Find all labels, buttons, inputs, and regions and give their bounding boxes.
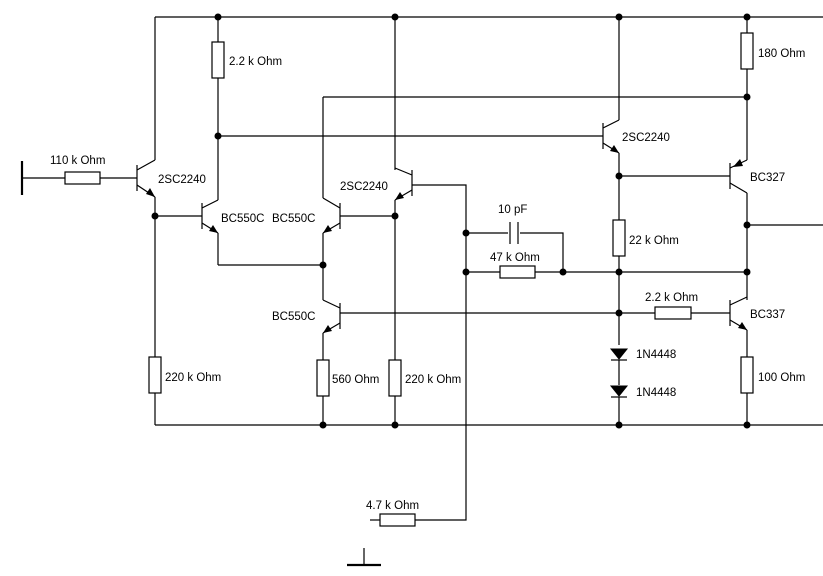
- junction-node: [615, 309, 623, 317]
- label-q8: BC550C: [272, 311, 315, 323]
- resistor-100: [740, 356, 754, 394]
- junction-node: [615, 172, 623, 180]
- input-stage: 110 k Ohm: [20, 155, 137, 195]
- q1-emitter-arrow: [146, 188, 155, 197]
- transistor-q8: BC550C: [272, 265, 341, 360]
- junction-node: [462, 268, 470, 276]
- resistor-560: [316, 359, 330, 397]
- label-r-input: 110 k Ohm: [50, 155, 105, 167]
- power-rails: [155, 16, 823, 426]
- q4-emitter-arrow: [395, 192, 404, 200]
- junction-node: [319, 421, 327, 429]
- transistor-q2: BC550C: [201, 199, 264, 265]
- junction-node: [319, 261, 327, 269]
- label-r-feedback: 47 k Ohm: [490, 252, 540, 264]
- feedback-network: 10 pF 47 k Ohm: [466, 204, 747, 279]
- q7-collector: [729, 296, 748, 306]
- label-q5: 2SC2240: [622, 132, 670, 144]
- junction-node: [743, 421, 751, 429]
- cap-right-wire: [520, 232, 564, 272]
- label-d2: 1N4448: [636, 387, 676, 399]
- label-c-feedback: 10 pF: [498, 204, 527, 216]
- junction-node: [743, 221, 751, 229]
- resistor-220k-mid: [388, 359, 402, 397]
- junction-node: [214, 132, 222, 140]
- junction-node: [214, 13, 222, 21]
- transistor-q7: BC337: [729, 296, 785, 357]
- diode-2-body: [609, 385, 629, 397]
- q5-emitter-arrow: [610, 145, 619, 153]
- diode-1: 1N4448: [609, 348, 676, 385]
- label-r-bias: 2.2 k Ohm: [645, 292, 698, 304]
- transistor-q6: BC327: [729, 159, 785, 300]
- resistor-22k-group: 22 k Ohm: [612, 219, 679, 345]
- q2-collector: [201, 199, 219, 209]
- q4-base-feedback-wire: [412, 184, 467, 521]
- resistor-110k: [64, 171, 101, 185]
- junction-node: [743, 13, 751, 21]
- label-r-220k-mid: 220 k Ohm: [405, 374, 461, 386]
- q8-collector: [322, 299, 341, 309]
- resistor-2k2-top-group: 2.2 k Ohm: [211, 17, 282, 200]
- resistor-2k2-top: [211, 41, 225, 79]
- resistor-47k: [499, 265, 536, 279]
- q6-collector: [729, 182, 748, 194]
- junction-node: [743, 93, 751, 101]
- feedback-input-group: 4.7 k Ohm: [347, 500, 419, 567]
- label-q6: BC327: [750, 172, 785, 184]
- diode-2: 1N4448: [609, 385, 676, 425]
- junction-nodes: [151, 13, 751, 429]
- q3-collector: [322, 197, 341, 209]
- label-r-560: 560 Ohm: [332, 374, 379, 386]
- resistor-2k2-bias: [654, 306, 692, 320]
- q2-emitter-arrow: [209, 225, 218, 233]
- junction-node: [391, 421, 399, 429]
- resistor-220k-left: [148, 356, 162, 394]
- label-q4: 2SC2240: [340, 181, 388, 193]
- q4-collector: [394, 167, 413, 176]
- resistor-2k2-bias-group: 2.2 k Ohm: [645, 292, 730, 320]
- label-r-22k: 22 k Ohm: [629, 235, 679, 247]
- transistor-q1: 2SC2240: [136, 17, 206, 357]
- junction-node: [559, 268, 567, 276]
- q6-emitter-arrow: [733, 159, 743, 167]
- junction-node: [391, 212, 399, 220]
- resistor-220k-left-group: 220 k Ohm: [148, 356, 221, 425]
- junction-node: [615, 13, 623, 21]
- junction-node: [391, 13, 399, 21]
- q8-emitter-arrow: [323, 325, 332, 333]
- resistor-100-group: 100 Ohm: [740, 356, 805, 425]
- label-q1: 2SC2240: [158, 174, 206, 186]
- transistor-q3: BC550C: [272, 97, 341, 265]
- label-q2: BC550C: [221, 213, 264, 225]
- label-r-220k-left: 220 k Ohm: [165, 372, 221, 384]
- label-r-top-left: 2.2 k Ohm: [229, 56, 282, 68]
- q7-emitter-arrow: [738, 322, 747, 330]
- q1-collector: [136, 159, 156, 171]
- diode-1-body: [609, 348, 629, 360]
- resistor-180: [740, 32, 754, 70]
- transistor-q4: 2SC2240: [340, 17, 413, 360]
- label-d1: 1N4448: [636, 349, 676, 361]
- label-r-feedback-in: 4.7 k Ohm: [366, 500, 419, 512]
- junction-node: [615, 268, 623, 276]
- q3-emitter-arrow: [323, 225, 332, 233]
- label-q7: BC337: [750, 309, 785, 321]
- label-r-100: 100 Ohm: [758, 372, 805, 384]
- q5-collector: [602, 119, 620, 129]
- junction-node: [462, 229, 470, 237]
- resistor-180-group: 180 Ohm: [740, 17, 805, 160]
- junction-node: [151, 212, 159, 220]
- resistor-560-group: 560 Ohm: [316, 359, 379, 425]
- resistor-22k: [612, 219, 626, 257]
- transistor-q5: 2SC2240: [602, 17, 670, 220]
- junction-node: [615, 421, 623, 429]
- resistor-4k7: [379, 513, 416, 527]
- label-q3: BC550C: [272, 213, 315, 225]
- label-r-top-right: 180 Ohm: [758, 48, 805, 60]
- junction-node: [743, 268, 751, 276]
- resistor-220k-mid-group: 220 k Ohm: [388, 359, 461, 425]
